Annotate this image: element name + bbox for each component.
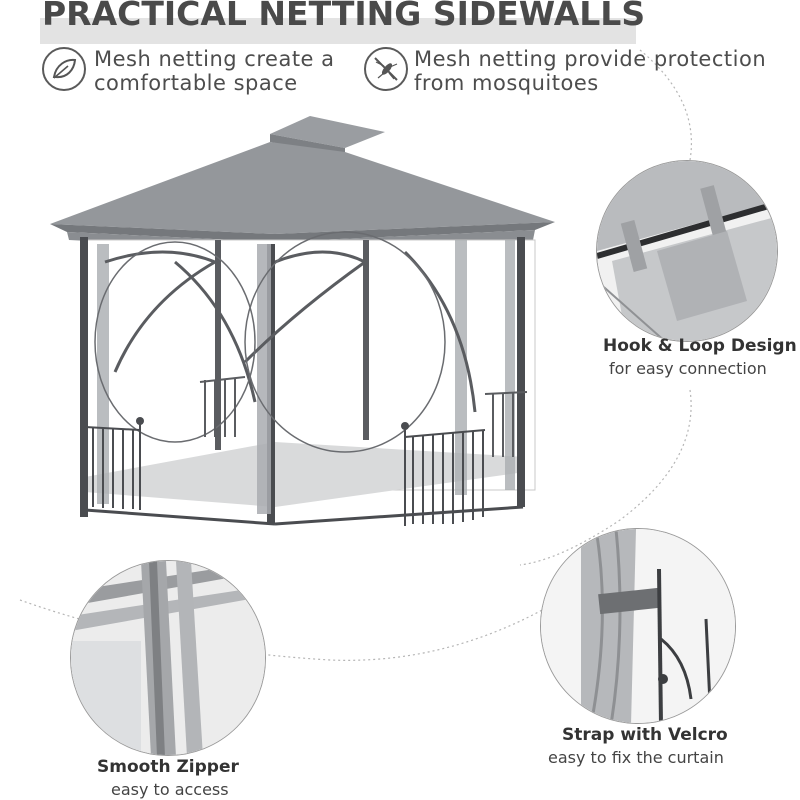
base-rail (84, 508, 276, 526)
feature-comfort-text: Mesh netting create a comfortable space (94, 47, 335, 95)
zipper-title: Smooth Zipper (97, 757, 239, 777)
connector-curve-right (519, 389, 692, 566)
railing-back (199, 376, 246, 437)
feature-mosquito-text: Mesh netting provide protection from mos… (414, 47, 766, 95)
no-mosquito-icon (364, 47, 408, 91)
gazebo-illustration (50, 116, 555, 526)
frame-arc (174, 260, 257, 403)
leaf-icon (42, 47, 86, 91)
railing-left (84, 424, 141, 510)
connector-curve-left (19, 599, 561, 661)
post-left (80, 237, 88, 517)
netting-curtain (455, 240, 467, 495)
frame-arc (104, 250, 219, 373)
feature-line: from mosquitoes (414, 71, 599, 95)
strap-subtitle: easy to fix the curtain (548, 748, 724, 767)
post-back-right (363, 240, 369, 440)
zipper-subtitle: easy to access (111, 780, 229, 799)
connector-curve-top (639, 49, 692, 161)
zipper-detail-image (70, 560, 266, 756)
base-rail (274, 505, 524, 526)
strap-detail-image (540, 528, 736, 724)
netting-oval (244, 231, 446, 453)
railing-finial (401, 422, 409, 430)
canopy-vent (270, 116, 385, 148)
strap-title: Strap with Velcro (562, 725, 728, 745)
netting-curtain (257, 244, 271, 514)
feature-line: comfortable space (94, 71, 298, 95)
netting-oval (94, 241, 256, 443)
hook-loop-detail-image (596, 160, 778, 342)
gazebo-floor (85, 442, 525, 507)
feature-line: Mesh netting provide protection (414, 47, 767, 71)
title-bar (40, 18, 636, 44)
frame-arc (243, 250, 368, 364)
railing-finial (136, 417, 144, 425)
railing-right (404, 429, 486, 526)
post-right (517, 237, 525, 507)
hook-loop-title: Hook & Loop Design (603, 336, 797, 356)
hook-loop-subtitle: for easy connection (609, 359, 767, 378)
feature-line: Mesh netting create a (94, 47, 335, 71)
canopy-roof (50, 142, 555, 234)
post-back-left (215, 240, 221, 450)
railing-far-right (484, 391, 528, 457)
page-title: PRACTICAL NETTING SIDEWALLS (42, 0, 646, 33)
netting-curtain (505, 240, 515, 490)
